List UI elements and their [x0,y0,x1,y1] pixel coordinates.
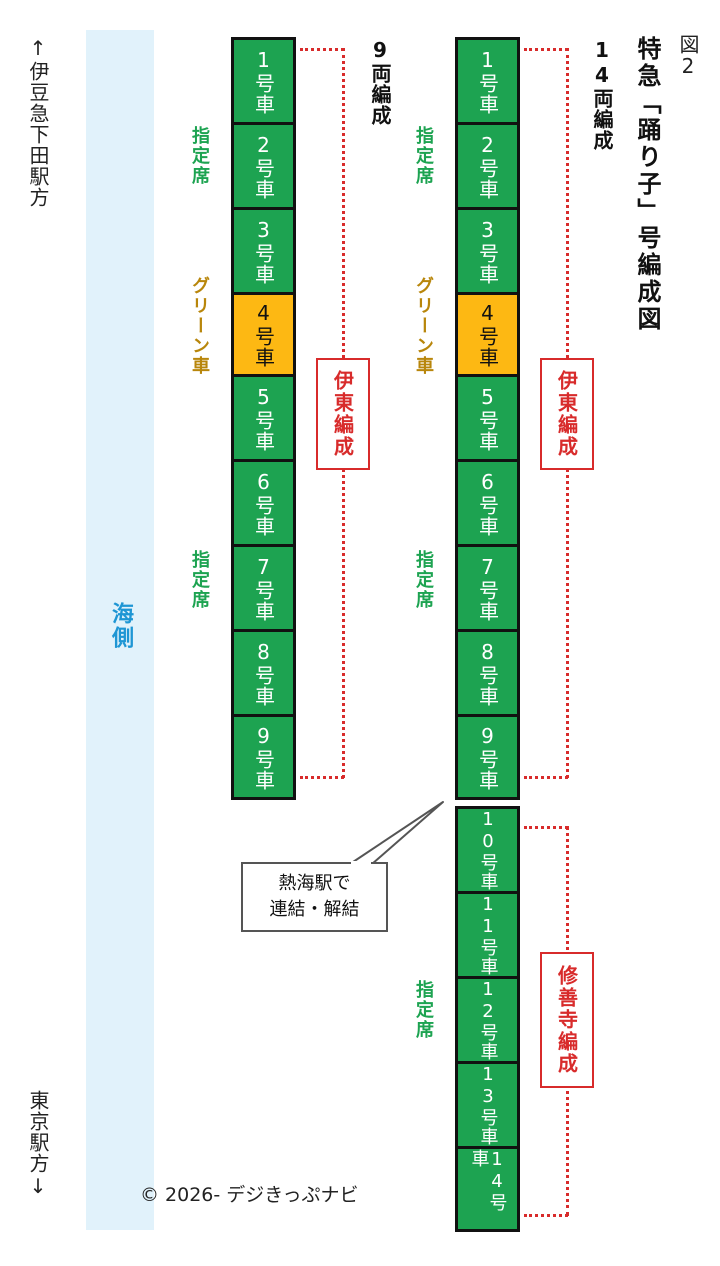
car-label: 7号車 [251,554,276,622]
car-label: 4号車 [251,301,276,368]
car-label: 2号車 [251,132,276,200]
car-14-5: 5号車 [455,374,520,462]
car-14-3: 3号車 [455,207,520,295]
car-label: 3号車 [251,217,276,285]
car-label: 9号車 [475,723,500,791]
car-label: 3号車 [475,217,500,285]
direction-izukyu-shimoda: ↑伊豆急下田駅方 [26,36,50,208]
callout-line-2: 連結・解結 [269,899,360,920]
car-14-4-green: 4号車 [455,292,520,377]
bracket-9-bottom [300,776,344,779]
seat-label-reserved-9-lower: 指定席 [189,550,210,610]
bracket-14-ito-bottom [524,776,568,779]
car-label: 10号車 [477,809,499,891]
figure-label: 図2 [676,34,700,78]
car-9-3: 3号車 [231,207,296,295]
sea-side-band [86,30,154,1230]
car-14-2: 2号車 [455,122,520,210]
car-14-12: 12号車 [455,976,520,1064]
car-9-6: 6号車 [231,459,296,547]
car-label: 5号車 [475,384,500,452]
formation-9-label: 9両編成 [368,38,392,126]
car-9-5: 5号車 [231,374,296,462]
car-14-1: 1号車 [455,37,520,125]
direction-tokyo: 東京駅方↓ [26,1090,50,1199]
car-label: 5号車 [251,384,276,452]
car-label: 1号車 [251,47,276,115]
car-label: 6号車 [475,469,500,537]
seat-label-green-14: グリーン車 [413,276,434,376]
copyright: © 2026- デジきっぷナビ [140,1184,359,1206]
car-label: 2号車 [475,132,500,200]
callout-line-1: 熱海駅で [278,872,351,894]
car-label: 1号車 [475,47,500,115]
car-14-10: 10号車 [455,806,520,894]
bracket-9-top [300,48,344,51]
car-14-13: 13号車 [455,1061,520,1149]
seat-label-reserved-9-upper: 指定席 [189,126,210,186]
car-14-8: 8号車 [455,629,520,717]
formation-14-label: 14両編成 [590,38,614,151]
car-label: 6号車 [251,469,276,537]
diagram-title: 特急「踊り子」号編成図 [633,36,661,333]
car-label: 9号車 [251,723,276,791]
car-9-1: 1号車 [231,37,296,125]
seat-label-reserved-14-lower: 指定席 [413,980,434,1040]
seat-label-green-9: グリーン車 [189,276,210,376]
formation-9-group-label: 伊東編成 [316,358,370,470]
car-14-9: 9号車 [455,714,520,800]
car-label: 4号車 [475,301,500,368]
sea-side-label: 海側 [108,602,133,650]
car-label: 11号車 [477,894,499,976]
bracket-14-shuzenji-bottom [524,1214,568,1217]
formation-14-shuzenji-label: 修善寺編成 [540,952,594,1088]
callout-atami-coupling: 熱海駅で 連結・解結 [241,862,388,932]
car-9-4-green: 4号車 [231,292,296,377]
car-label: 14号車 [468,1149,508,1212]
seat-label-reserved-14-middle: 指定席 [413,550,434,610]
car-label: 13号車 [477,1064,499,1146]
callout-joint [351,861,371,865]
car-label: 12号車 [477,979,499,1061]
formation-14-ito-label: 伊東編成 [540,358,594,470]
car-9-8: 8号車 [231,629,296,717]
seat-label-reserved-14-upper: 指定席 [413,126,434,186]
car-label: 7号車 [475,554,500,622]
car-label: 8号車 [475,639,500,707]
bracket-14-ito-top [524,48,568,51]
car-9-9: 9号車 [231,714,296,800]
bracket-14-shuzenji-top [524,826,568,829]
car-label: 8号車 [251,639,276,707]
car-14-14: 14号車 [455,1146,520,1232]
